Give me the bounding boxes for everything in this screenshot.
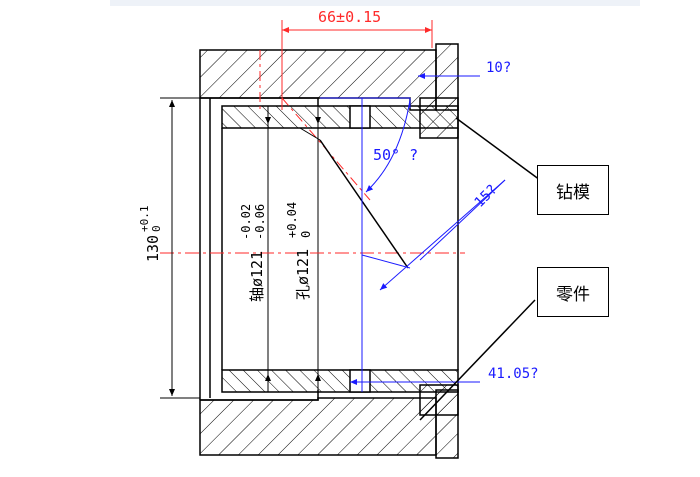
outer-dia-value: 130	[144, 235, 162, 262]
hole-tol-lower: 0	[299, 231, 313, 238]
outer-dia-tol-lower: 0	[150, 225, 163, 232]
outer-dia-dim	[160, 97, 200, 399]
shaft-dia-label: 轴ø121 -0.02 -0.06	[239, 204, 267, 302]
shaft-tol-lower: -0.06	[253, 204, 267, 240]
slant-dim: 15?	[472, 182, 501, 211]
top-width-dim: 66±0.15	[318, 8, 381, 26]
drill-jig-bottom	[199, 384, 459, 459]
part-ring	[221, 105, 459, 393]
hole-dia-value: 孔ø121	[294, 249, 312, 300]
drill-edge-2	[299, 127, 321, 141]
shaft-dia-value: 轴ø121	[248, 251, 266, 302]
top-band	[110, 0, 640, 6]
drill-jig-text: 钻模	[556, 182, 590, 203]
bottom-offset-dim: 41.05?	[488, 366, 539, 382]
leaders	[419, 117, 541, 421]
part-text: 零件	[556, 284, 590, 305]
part-label: 零件	[537, 267, 609, 317]
angle-dim: 50° ?	[373, 146, 418, 164]
part-markers	[265, 110, 321, 388]
drill-jig-label: 钻模	[537, 165, 609, 215]
hole-tol-upper: +0.04	[285, 202, 299, 238]
outer-dia-tol-upper: +0.1	[138, 206, 151, 233]
drill-edge	[319, 139, 409, 269]
outer-dia-label: 130 +0.1 0	[138, 206, 163, 263]
blue-dimensions	[320, 73, 506, 392]
shaft-tol-upper: -0.02	[239, 204, 253, 240]
hole-dia-label: 孔ø121 +0.04 0	[285, 202, 313, 300]
chamfer-dim: 10?	[486, 60, 511, 76]
jig-inner-outline	[199, 97, 319, 401]
